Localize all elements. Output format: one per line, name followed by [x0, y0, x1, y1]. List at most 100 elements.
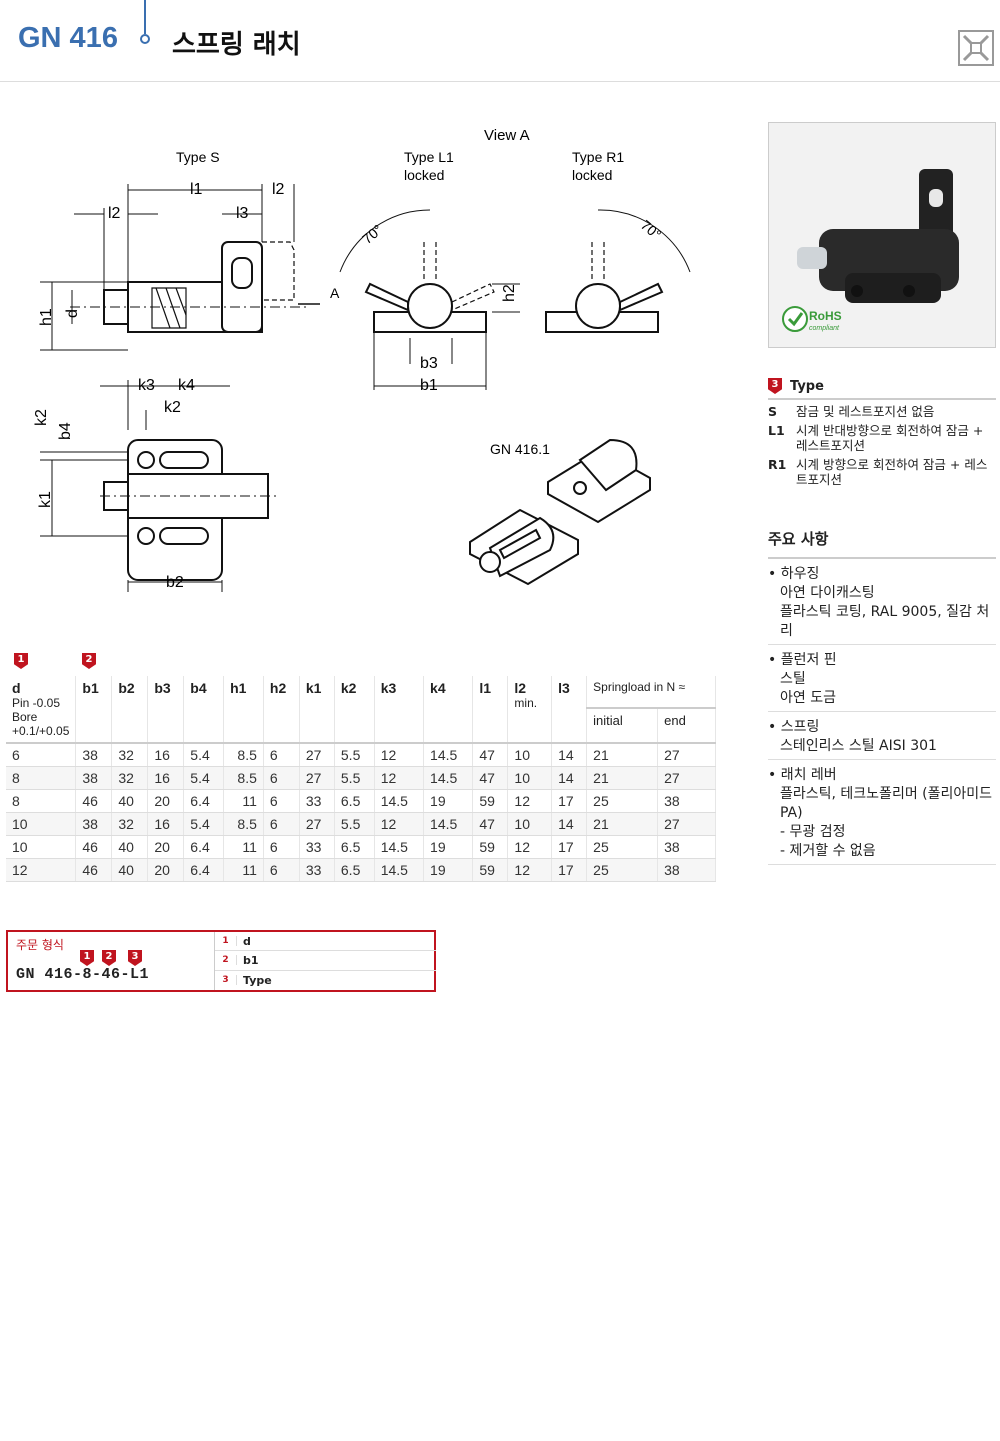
order-badge-2: 2	[102, 950, 116, 966]
table-cell: 11	[223, 858, 264, 882]
feature-line: 스틸	[780, 671, 806, 687]
table-cell: 12	[374, 812, 425, 836]
table-cell: 40	[111, 835, 149, 859]
dim-k2: k2	[164, 399, 181, 416]
table-cell: 20	[147, 858, 185, 882]
table-cell: 20	[147, 835, 185, 859]
page-title: 스프링 래치	[172, 30, 301, 60]
type-r1-sublabel: locked	[572, 167, 612, 183]
table-subheader-row: initial end	[6, 708, 716, 744]
table-cell: 17	[551, 835, 588, 859]
table-cell: 38	[657, 835, 716, 859]
table-cell: 10	[507, 766, 553, 790]
table-cell: 8	[6, 766, 77, 790]
table-cell: 19	[423, 858, 474, 882]
table-cell: 12	[507, 789, 553, 813]
table-cell: 10	[507, 812, 553, 836]
header-divider-dot	[140, 34, 150, 44]
table-cell: 46	[75, 858, 113, 882]
col-l3: l3	[551, 676, 588, 744]
table-cell: 17	[551, 789, 588, 813]
col-l2: l2 min.	[507, 676, 553, 744]
view-l1	[339, 209, 520, 390]
l2-min-note: min.	[514, 696, 538, 710]
product-photo: RoHS compliant	[768, 122, 996, 348]
col-k1: k1	[299, 676, 335, 744]
drawing-symbol-icon	[958, 30, 994, 66]
dimension-table: d Pin -0.05 Bore +0.1/+0.05 b1 b2 b3 b4 …	[6, 676, 716, 882]
table-cell: 11	[223, 835, 264, 859]
table-cell: 6	[263, 766, 300, 790]
table-cell: 38	[75, 812, 113, 836]
side-view	[40, 184, 310, 351]
type-l1-sublabel: locked	[404, 167, 444, 183]
table-cell: 27	[299, 766, 335, 790]
badge-d: 1	[14, 653, 28, 669]
table-cell: 5.4	[183, 743, 225, 767]
dim-b3: b3	[420, 355, 438, 372]
table-cell: 33	[299, 789, 335, 813]
gn4161-iso	[469, 438, 651, 586]
table-cell: 59	[472, 858, 509, 882]
table-cell: 10	[6, 835, 77, 859]
type-key: S	[768, 404, 778, 419]
col-d: d Pin -0.05 Bore +0.1/+0.05	[6, 676, 77, 744]
table-cell: 5.5	[334, 812, 375, 836]
dim-l1: l1	[190, 181, 203, 198]
type-desc: 시계 반대방향으로 회전하여 잠금 + 레스트포지션	[796, 423, 984, 453]
table-cell: 14.5	[423, 766, 474, 790]
type-s-label: Type S	[176, 149, 220, 165]
table-cell: 40	[111, 789, 149, 813]
table-cell: 6.5	[334, 858, 375, 882]
table-cell: 12	[507, 835, 553, 859]
type-badge: 3	[768, 378, 782, 394]
table-cell: 14	[551, 766, 588, 790]
dim-l2-top: l2	[272, 181, 285, 198]
view-a-label: View A	[484, 127, 530, 144]
table-cell: 16	[147, 812, 185, 836]
table-cell: 25	[586, 858, 659, 882]
feature-line: - 제거할 수 없음	[780, 843, 876, 859]
table-cell: 46	[75, 835, 113, 859]
dim-b4: b4	[57, 422, 74, 440]
table-cell: 32	[111, 766, 149, 790]
dim-k2-side: k2	[33, 409, 50, 426]
col-springload: Springload in N ≈	[586, 676, 716, 710]
dim-k4: k4	[178, 377, 195, 394]
table-cell: 32	[111, 743, 149, 767]
page-header: GN 416 스프링 래치	[0, 0, 1000, 82]
features-heading: 주요 사항	[768, 528, 996, 559]
table-cell: 19	[423, 789, 474, 813]
table-cell: 33	[299, 858, 335, 882]
type-key: L1	[768, 423, 785, 438]
technical-drawing: View A Type S Type L1 locked Type R1 loc…	[33, 127, 691, 592]
feature-item: 플런저 핀 스틸 아연 도금	[768, 645, 996, 712]
table-cell: 5.4	[183, 812, 225, 836]
table-cell: 12	[374, 743, 425, 767]
table-cell: 5.5	[334, 766, 375, 790]
dim-l3: l3	[236, 205, 249, 222]
table-cell: 14.5	[374, 858, 425, 882]
table-cell: 16	[147, 766, 185, 790]
dim-b1: b1	[420, 377, 438, 394]
table-cell: 14.5	[374, 835, 425, 859]
table-cell: 6.5	[334, 835, 375, 859]
type-l1-label: Type L1	[404, 149, 454, 165]
feature-line: 플런저 핀	[768, 651, 996, 670]
product-image	[769, 123, 995, 347]
table-cell: 6.4	[183, 858, 225, 882]
table-cell: 14.5	[423, 743, 474, 767]
col-b2: b2	[111, 676, 149, 744]
table-cell: 6.4	[183, 835, 225, 859]
order-label: 주문 형식	[16, 938, 64, 952]
type-heading-text: Type	[790, 378, 824, 394]
type-desc: 잠금 및 레스트포지션 없음	[796, 404, 935, 419]
col-l1: l1	[472, 676, 509, 744]
product-code: GN 416	[18, 22, 118, 54]
